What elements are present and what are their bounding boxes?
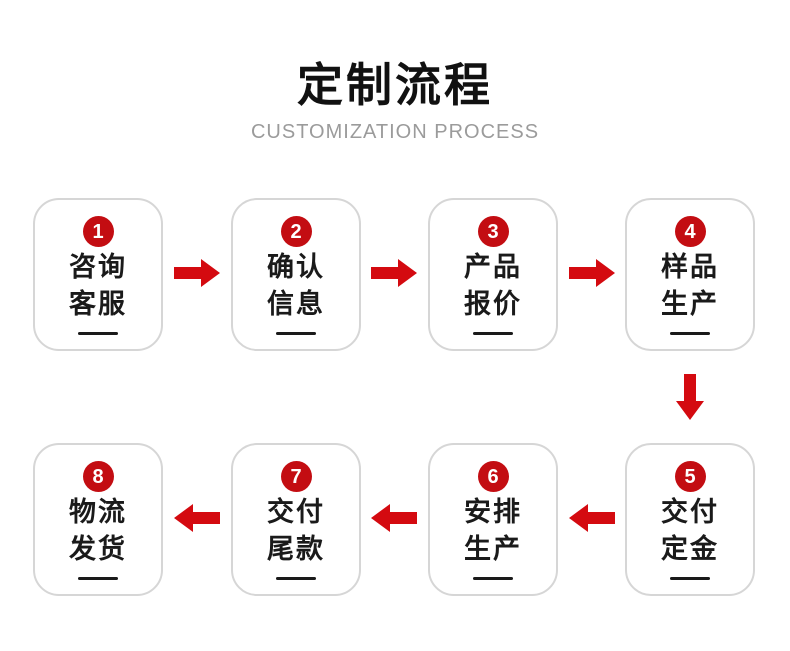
step-label-line1: 样品 — [661, 252, 719, 282]
arrow-left-icon — [174, 502, 220, 534]
step-card-6: 6 安排 生产 — [428, 443, 558, 596]
arrow-down-icon — [667, 374, 713, 420]
step-label-line2: 信息 — [267, 289, 325, 319]
arrow-right-icon — [371, 257, 417, 289]
step-number-badge: 8 — [82, 461, 114, 492]
page-title: 定制流程 — [297, 59, 493, 111]
step-number-badge: 5 — [674, 461, 706, 492]
step-label-line2: 生产 — [661, 289, 719, 319]
step-label-line1: 确认 — [267, 252, 325, 282]
step-number-badge: 6 — [477, 461, 509, 492]
step-underline — [78, 332, 118, 335]
step-card-5: 5 交付 定金 — [625, 443, 755, 596]
step-underline — [276, 332, 316, 335]
arrow-right-icon — [569, 257, 615, 289]
step-underline — [276, 577, 316, 580]
step-label-line1: 产品 — [464, 252, 522, 282]
step-label-line1: 安排 — [464, 497, 522, 527]
arrow-right-icon — [174, 257, 220, 289]
step-card-1: 1 咨询 客服 — [33, 198, 163, 351]
step-label-line2: 报价 — [464, 289, 522, 319]
step-label-line1: 物流 — [69, 497, 127, 527]
step-underline — [473, 332, 513, 335]
step-card-3: 3 产品 报价 — [428, 198, 558, 351]
step-card-7: 7 交付 尾款 — [231, 443, 361, 596]
step-underline — [670, 577, 710, 580]
step-label-line2: 生产 — [464, 534, 522, 564]
step-label-line1: 交付 — [661, 497, 719, 527]
step-card-2: 2 确认 信息 — [231, 198, 361, 351]
step-underline — [670, 332, 710, 335]
step-label-line2: 定金 — [661, 534, 719, 564]
step-number-badge: 2 — [280, 216, 312, 247]
step-label-line2: 客服 — [69, 289, 127, 319]
header: 定制流程 CUSTOMIZATION PROCESS — [0, 58, 790, 144]
process-flow: 1 咨询 客服 2 确认 信息 3 产品 报价 4 样品 — [0, 198, 790, 651]
step-label-line2: 尾款 — [267, 534, 325, 564]
step-number-badge: 3 — [477, 216, 509, 247]
step-underline — [78, 577, 118, 580]
step-card-8: 8 物流 发货 — [33, 443, 163, 596]
step-label-line1: 咨询 — [69, 252, 127, 282]
step-label-line1: 交付 — [267, 497, 325, 527]
arrow-left-icon — [569, 502, 615, 534]
step-underline — [473, 577, 513, 580]
arrow-left-icon — [371, 502, 417, 534]
step-number-badge: 1 — [82, 216, 114, 247]
step-number-badge: 4 — [674, 216, 706, 247]
step-card-4: 4 样品 生产 — [625, 198, 755, 351]
step-number-badge: 7 — [280, 461, 312, 492]
page-subtitle: CUSTOMIZATION PROCESS — [250, 121, 540, 144]
step-label-line2: 发货 — [69, 534, 127, 564]
